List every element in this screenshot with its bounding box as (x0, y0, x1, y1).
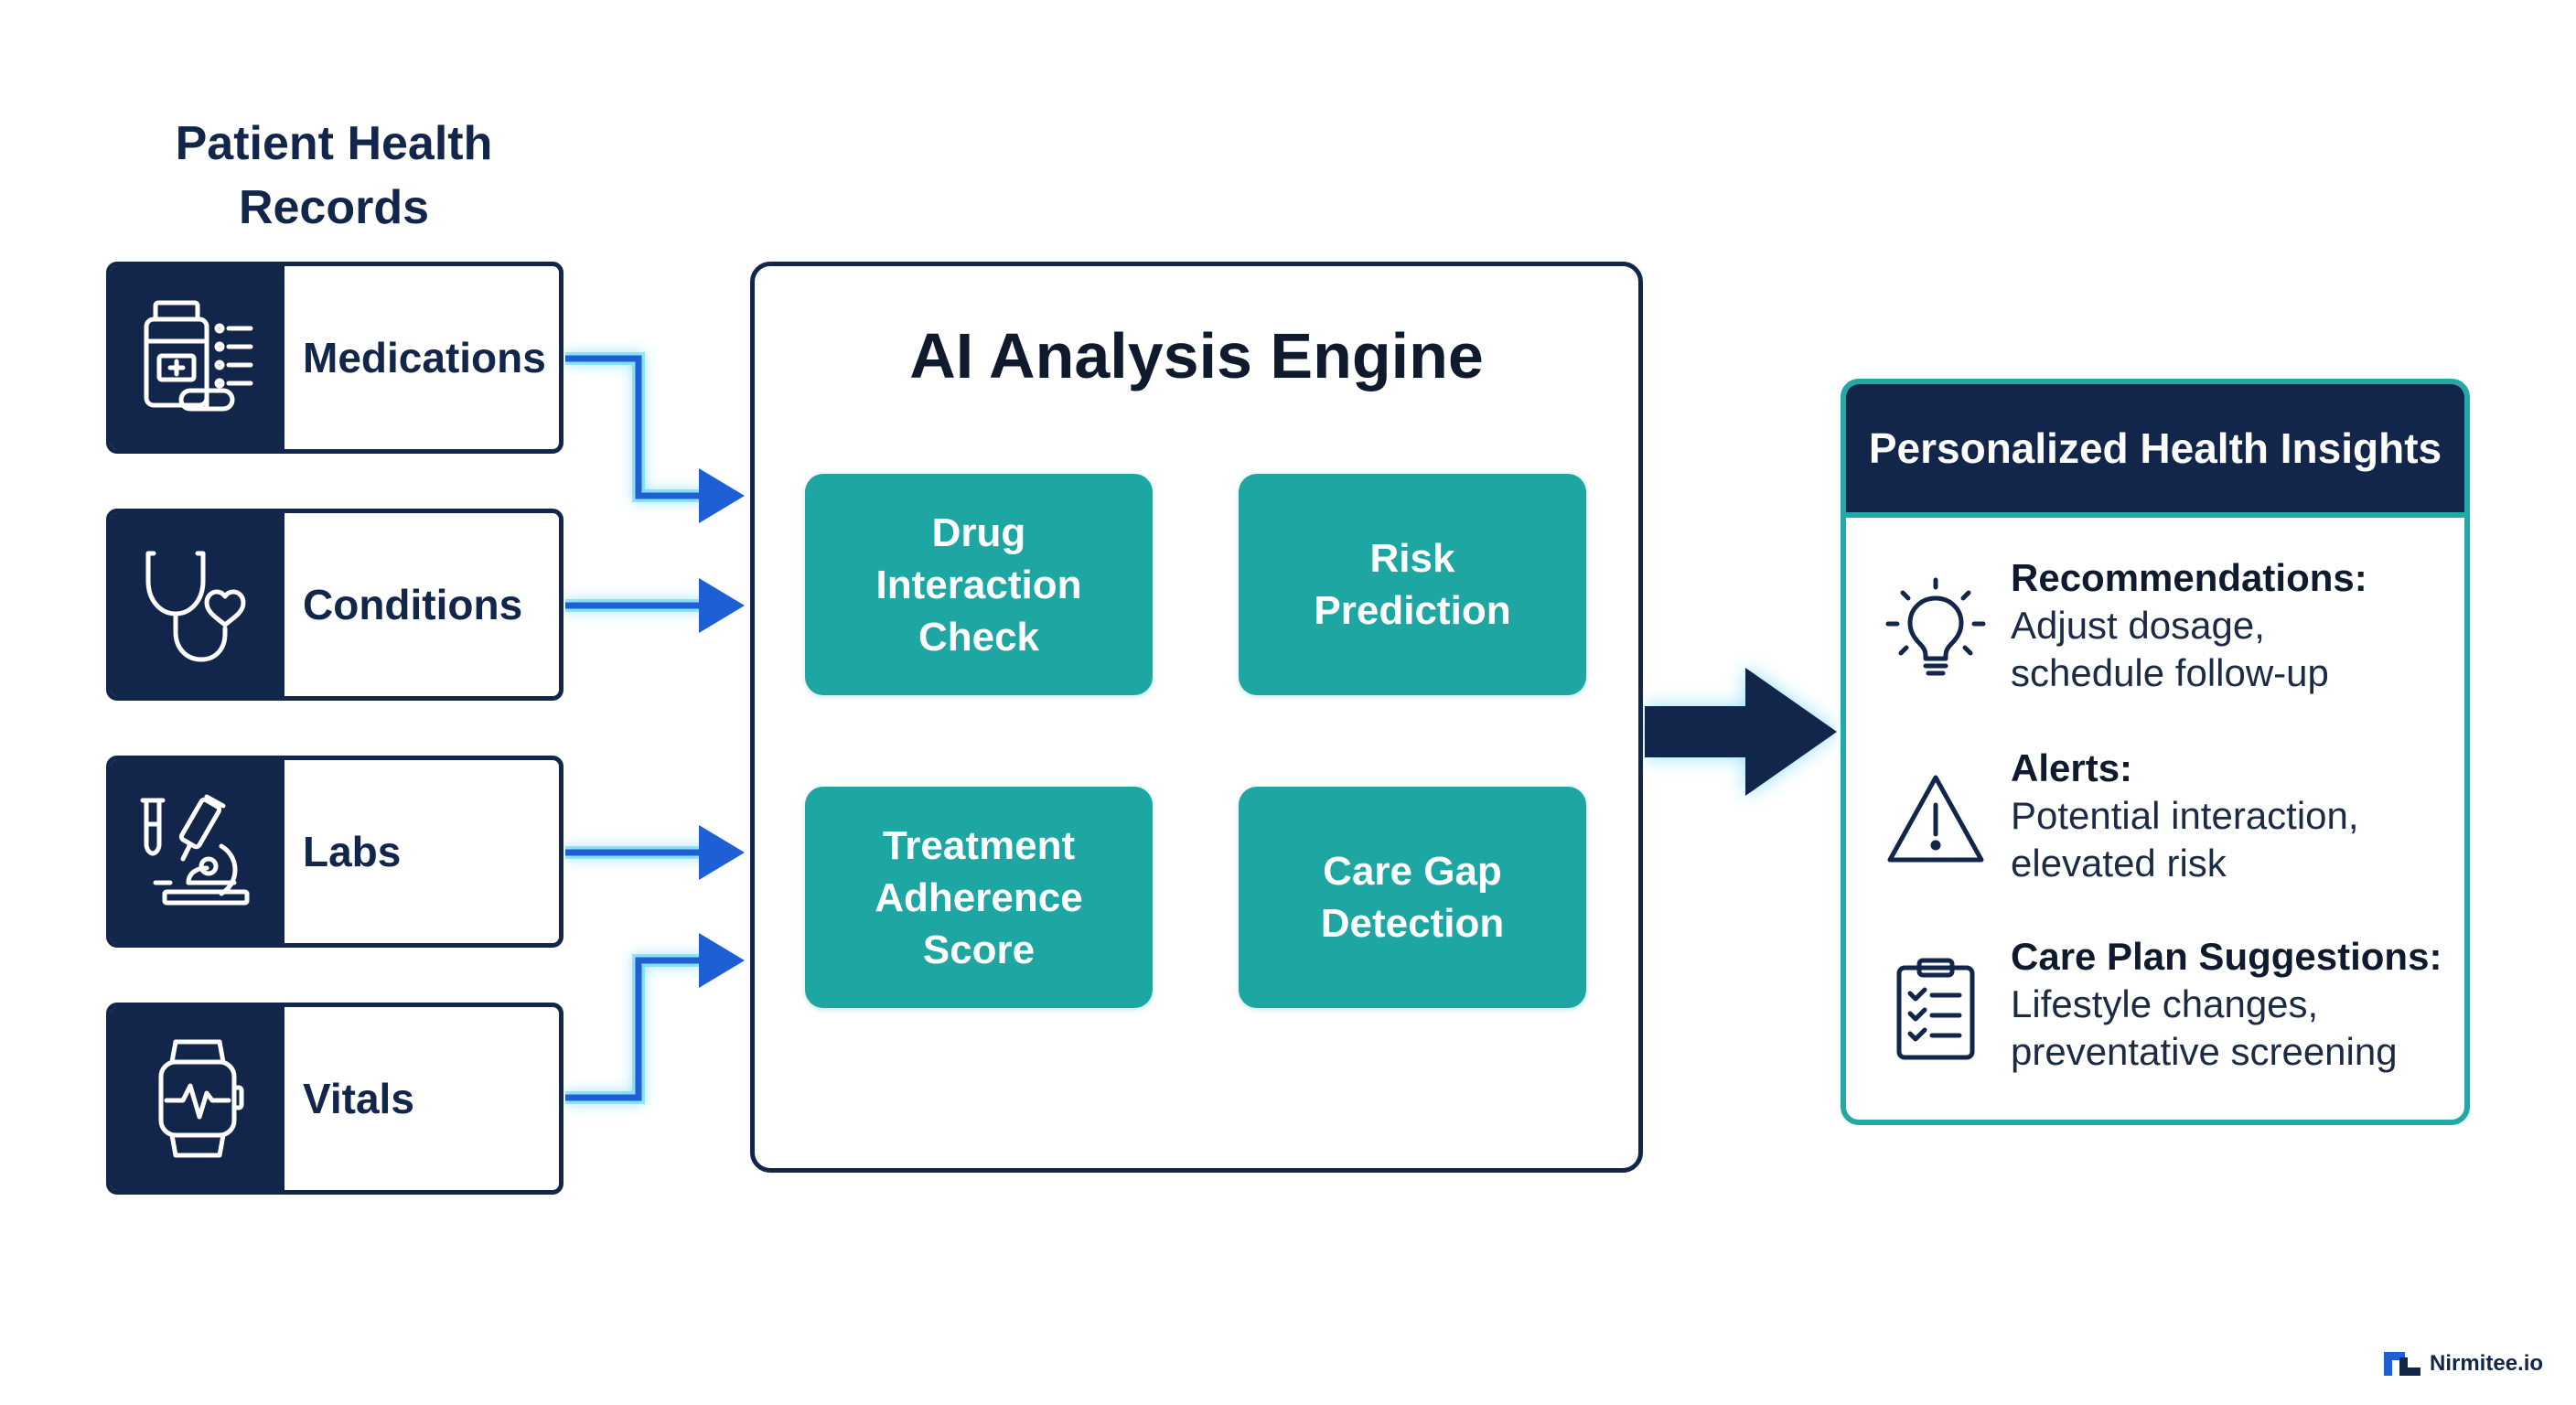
insight-text: Alerts: Potential interaction, elevated … (2011, 745, 2450, 887)
input-card-medications: Medications (106, 262, 564, 454)
input-card-label: Conditions (303, 581, 523, 628)
brand-mark-icon (2384, 1352, 2420, 1376)
insight-title: Recommendations: (2011, 556, 2367, 599)
module-treatment-adherence-score: Treatment Adherence Score (805, 787, 1153, 1008)
insight-alerts: Alerts: Potential interaction, elevated … (1846, 745, 2464, 918)
insight-text: Care Plan Suggestions: Lifestyle changes… (2011, 933, 2450, 1076)
insight-body: Potential interaction, elevated risk (2011, 794, 2359, 885)
clipboard-checklist-icon (1896, 958, 1975, 1060)
insights-header-divider (1846, 512, 2464, 518)
microscope-icon (111, 760, 284, 943)
engine-title: AI Analysis Engine (909, 320, 1484, 391)
insight-text: Recommendations: Adjust dosage, schedule… (2011, 554, 2450, 697)
ai-analysis-engine-box: AI Analysis Engine (750, 262, 1643, 1173)
insights-panel: Personalized Health Insights Recommendat… (1841, 379, 2470, 1125)
input-card-label: Vitals (303, 1075, 414, 1122)
inputs-title: Patient Health Records (105, 112, 563, 240)
input-arrow-medications (565, 355, 745, 523)
medication-bottle-icon (111, 266, 284, 449)
lightbulb-icon (1885, 577, 1986, 676)
output-arrow (1645, 668, 1837, 796)
insight-care-plan: Care Plan Suggestions: Lifestyle changes… (1846, 933, 2464, 1107)
input-card-vitals: Vitals (106, 1003, 564, 1195)
stethoscope-icon (111, 513, 284, 696)
inputs-title-line-2: Records (238, 181, 430, 234)
smartwatch-heartbeat-icon (111, 1007, 284, 1190)
insight-body: Lifestyle changes, preventative screenin… (2011, 982, 2398, 1073)
brand-logo: Nirmitee.io (2384, 1350, 2543, 1378)
brand-name: Nirmitee.io (2430, 1351, 2544, 1376)
input-arrow-labs (565, 825, 745, 880)
input-card-label: Medications (303, 334, 546, 381)
insight-title: Care Plan Suggestions: (2011, 935, 2442, 978)
module-drug-interaction-check: Drug Interaction Check (805, 474, 1153, 695)
input-arrow-conditions (565, 578, 745, 633)
input-arrow-vitals (565, 933, 745, 1101)
insight-title: Alerts: (2011, 746, 2133, 789)
input-card-labs: Labs (106, 756, 564, 948)
warning-triangle-icon (1887, 775, 1984, 863)
inputs-title-line-1: Patient Health (175, 117, 493, 170)
insights-title: Personalized Health Insights (1846, 384, 2464, 512)
module-care-gap-detection: Care Gap Detection (1239, 787, 1586, 1008)
module-risk-prediction: Risk Prediction (1239, 474, 1586, 695)
input-card-label: Labs (303, 828, 402, 875)
insight-body: Adjust dosage, schedule follow-up (2011, 604, 2329, 694)
insight-recommendations: Recommendations: Adjust dosage, schedule… (1846, 554, 2464, 728)
input-card-conditions: Conditions (106, 509, 564, 701)
